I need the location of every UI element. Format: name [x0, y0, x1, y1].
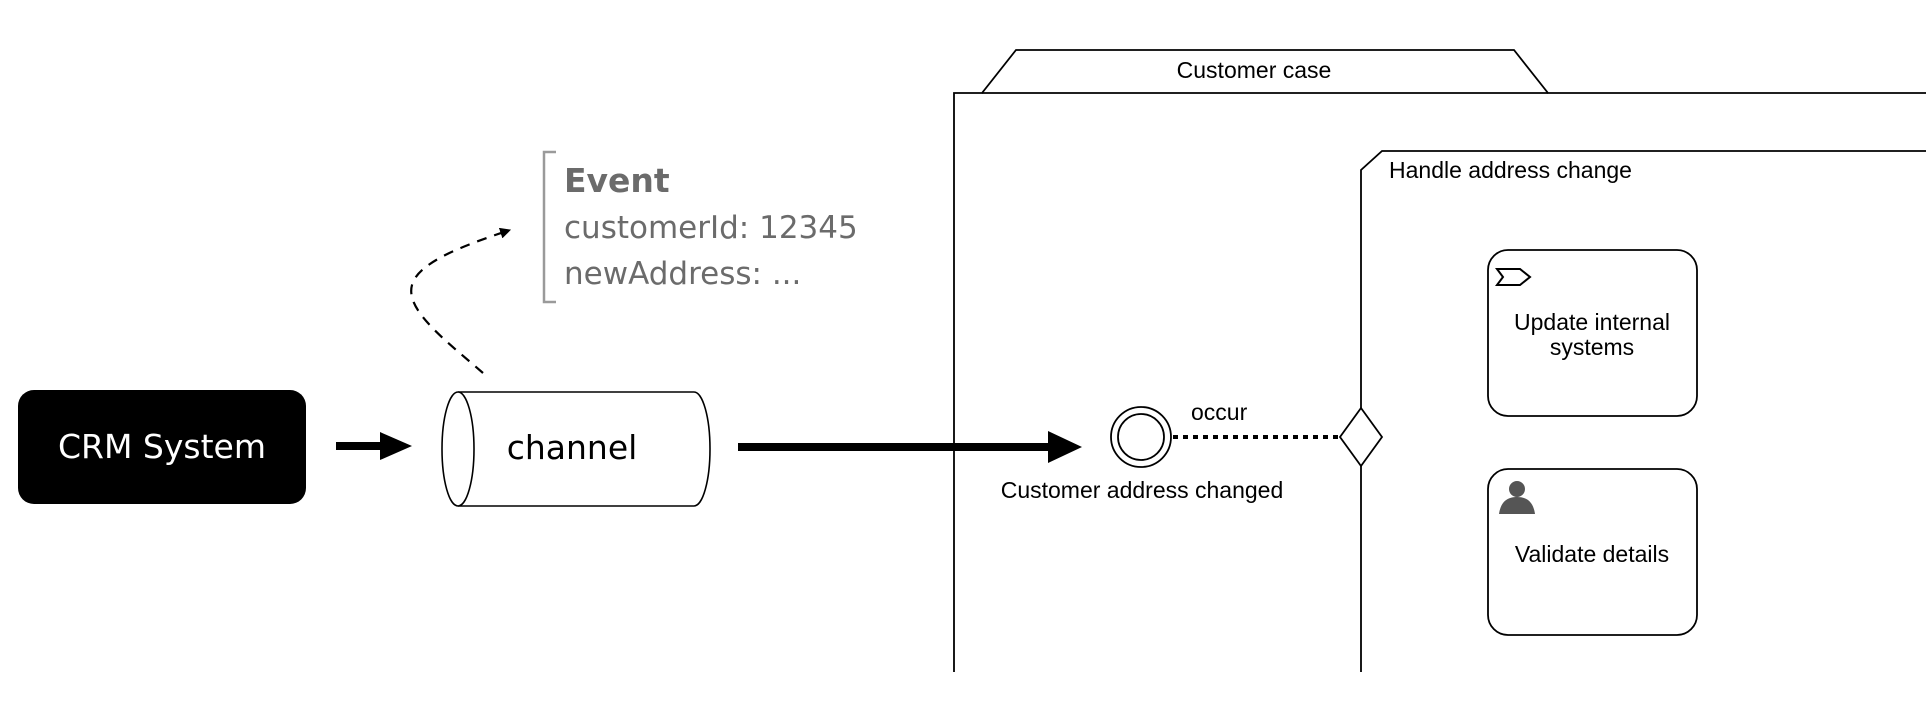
validate-task-label: Validate details: [1515, 541, 1669, 567]
channel-label: channel: [507, 428, 638, 467]
crm-system-label: CRM System: [58, 427, 266, 466]
customer-case-plan[interactable]: Customer case: [953, 49, 1926, 672]
crm-system-node[interactable]: CRM System: [18, 390, 306, 504]
validate-details-task[interactable]: Validate details: [1487, 468, 1698, 636]
customer-case-title: Customer case: [1177, 57, 1332, 83]
event-emission-arrow: [410, 227, 512, 374]
human-task-icon: [1499, 481, 1535, 514]
entry-criterion-diamond[interactable]: [1338, 406, 1384, 468]
event-customer-id: customerId: 12345: [564, 210, 858, 246]
update-internal-systems-task[interactable]: Update internal systems: [1487, 249, 1698, 417]
channel-node[interactable]: channel: [441, 391, 711, 507]
event-annotation: Event customerId: 12345 newAddress: ...: [542, 150, 858, 304]
sentry-occur-label: occur: [1191, 399, 1248, 425]
listener-to-sentry-connector: occur: [1173, 399, 1346, 439]
crm-to-channel-arrow: [336, 432, 412, 460]
update-task-label-line2: systems: [1550, 334, 1634, 360]
event-title: Event: [564, 161, 670, 200]
stage-title: Handle address change: [1389, 157, 1632, 183]
process-task-icon: [1495, 268, 1532, 286]
event-listener-label: Customer address changed: [1001, 477, 1284, 503]
event-new-address: newAddress: ...: [564, 256, 801, 292]
channel-to-listener-arrow: [738, 431, 1082, 463]
update-task-label-line1: Update internal: [1514, 309, 1670, 335]
customer-address-changed-event-listener[interactable]: Customer address changed: [1001, 406, 1284, 503]
